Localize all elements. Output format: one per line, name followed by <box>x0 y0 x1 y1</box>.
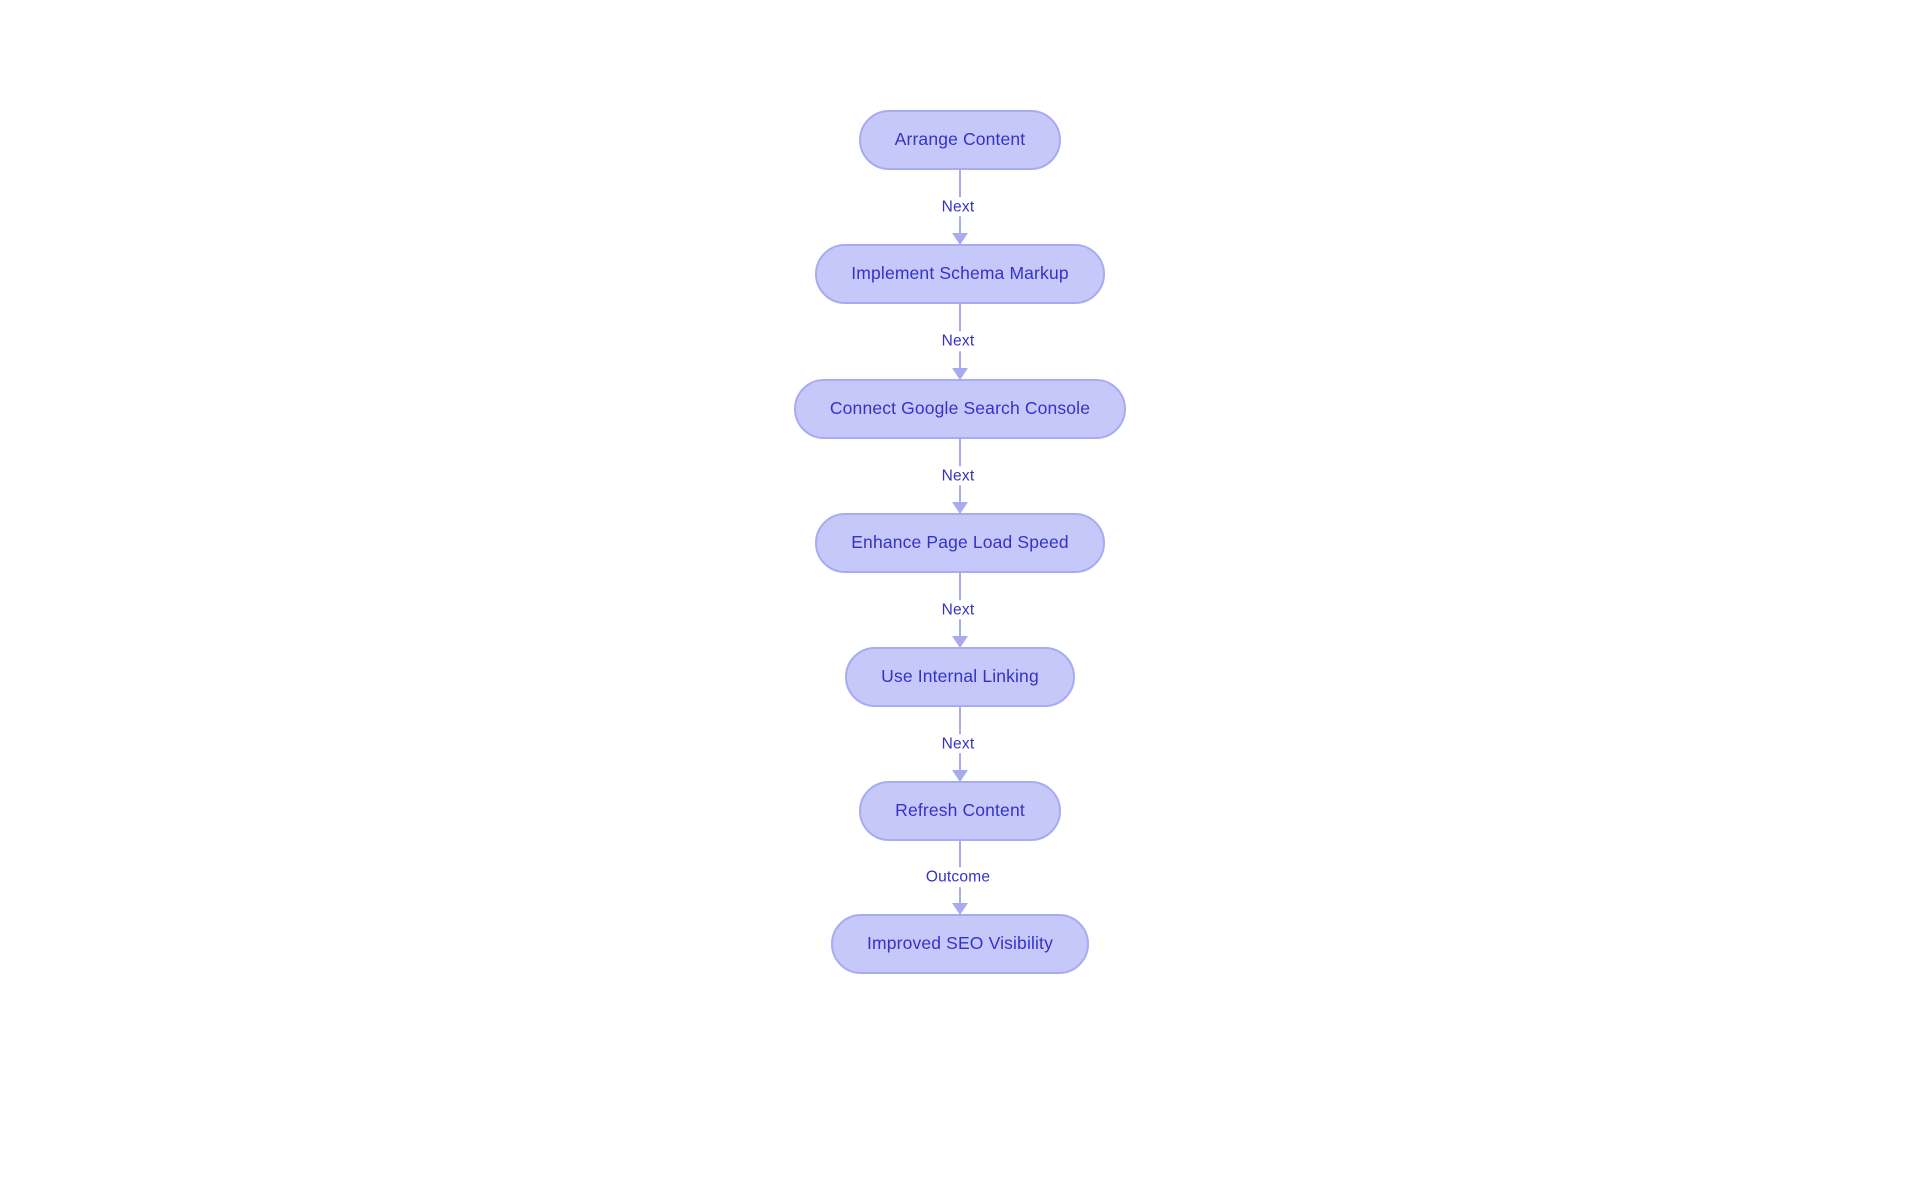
arrowhead-icon <box>952 367 968 380</box>
flow-node-label: Connect Google Search Console <box>829 397 1091 418</box>
flow-node-label: Use Internal Linking <box>881 665 1039 686</box>
flow-edge-n2-n3: Next <box>860 303 1060 380</box>
arrowhead-icon <box>952 635 968 648</box>
arrowhead-icon <box>952 501 968 514</box>
flow-node-arrange-content[interactable]: Arrange Content <box>858 109 1062 170</box>
flow-edge-label: Next <box>936 599 980 620</box>
flow-node-label: Implement Schema Markup <box>851 262 1069 283</box>
flow-node-refresh-content[interactable]: Refresh Content <box>859 780 1061 841</box>
flow-node-label: Improved SEO Visibility <box>867 932 1053 953</box>
arrowhead-icon <box>952 232 968 245</box>
flow-edge-label: Next <box>936 196 980 217</box>
flow-node-label: Enhance Page Load Speed <box>851 531 1069 552</box>
flow-edge-label: Next <box>936 331 980 351</box>
flowchart-canvas: Arrange Content Next Implement Schema Ma… <box>793 109 1127 974</box>
arrowhead-icon <box>952 902 968 915</box>
arrowhead-icon <box>952 769 968 782</box>
flow-edge-label: Next <box>936 465 980 486</box>
flow-node-implement-schema-markup[interactable]: Implement Schema Markup <box>815 243 1105 304</box>
flow-node-enhance-page-load-speed[interactable]: Enhance Page Load Speed <box>815 512 1105 573</box>
flow-edge-n3-n4: Next <box>860 438 1060 514</box>
flow-edge-label: Outcome <box>920 867 996 887</box>
flow-node-connect-google-search-console[interactable]: Connect Google Search Console <box>793 378 1127 439</box>
flow-node-label: Refresh Content <box>895 799 1025 820</box>
flow-edge-label: Next <box>936 733 980 754</box>
flow-node-use-internal-linking[interactable]: Use Internal Linking <box>845 646 1075 707</box>
flow-edge-n4-n5: Next <box>860 572 1060 648</box>
flow-node-label: Arrange Content <box>894 128 1026 149</box>
flow-edge-n6-n7: Outcome <box>860 840 1060 915</box>
flow-edge-n5-n6: Next <box>860 706 1060 782</box>
flow-node-improved-seo-visibility[interactable]: Improved SEO Visibility <box>831 913 1089 974</box>
flow-edge-n1-n2: Next <box>860 169 1060 245</box>
